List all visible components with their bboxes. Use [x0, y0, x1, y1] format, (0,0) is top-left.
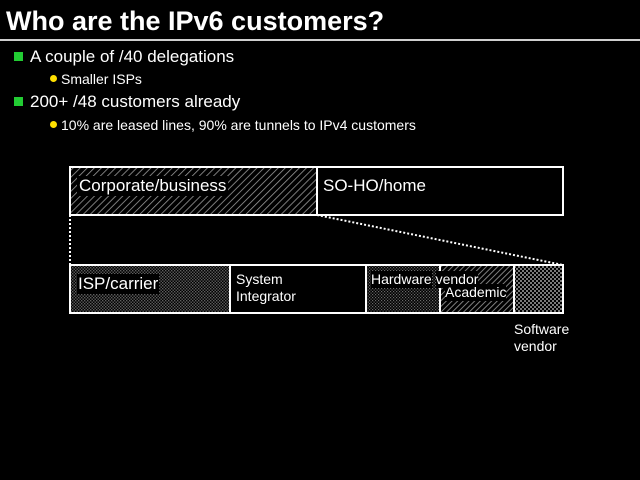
hardware-vendor-line-1: Hardware	[371, 271, 432, 288]
title-underline	[0, 39, 640, 41]
soho-segment	[317, 167, 563, 215]
bullet-1-text: A couple of /40 delegations	[30, 47, 235, 66]
system-integrator-line-2: Integrator	[236, 288, 296, 304]
system-integrator-segment	[230, 265, 366, 313]
software-vendor-line-2: vendor	[514, 338, 557, 354]
hardware-vendor-line-2: vendor	[435, 271, 479, 288]
corporate-label: Corporate/business	[77, 176, 229, 196]
zoom-line-right	[316, 214, 564, 266]
bullet-2-text: 200+ /48 customers already	[30, 92, 241, 111]
software-vendor-label: Software vendor	[514, 321, 569, 355]
bullet-1-sub-1-text: Smaller ISPs	[61, 71, 142, 87]
bullet-2: 200+ /48 customers already	[14, 92, 241, 112]
round-bullet-icon	[50, 121, 57, 128]
bullet-1: A couple of /40 delegations	[14, 47, 235, 67]
system-integrator-label: System Integrator	[236, 271, 296, 305]
bottom-bar-outline	[69, 264, 564, 314]
hardware-vendor-label: Hardware vendor	[371, 271, 479, 288]
slide-title: Who are the IPv6 customers?	[6, 6, 385, 36]
bullet-2-sub-1: 10% are leased lines, 90% are tunnels to…	[50, 117, 416, 133]
square-bullet-icon	[14, 97, 23, 106]
round-bullet-icon	[50, 75, 57, 82]
isp-label: ISP/carrier	[77, 274, 160, 294]
square-bullet-icon	[14, 52, 23, 61]
bullet-2-sub-1-text: 10% are leased lines, 90% are tunnels to…	[61, 117, 416, 133]
software-vendor-line-1: Software	[514, 321, 570, 337]
academic-label: Academic	[445, 284, 507, 301]
software-vendor-segment	[514, 265, 563, 313]
soho-label: SO-HO/home	[323, 176, 426, 195]
system-integrator-line-1: System	[236, 271, 283, 287]
bullet-1-sub-1: Smaller ISPs	[50, 71, 142, 87]
